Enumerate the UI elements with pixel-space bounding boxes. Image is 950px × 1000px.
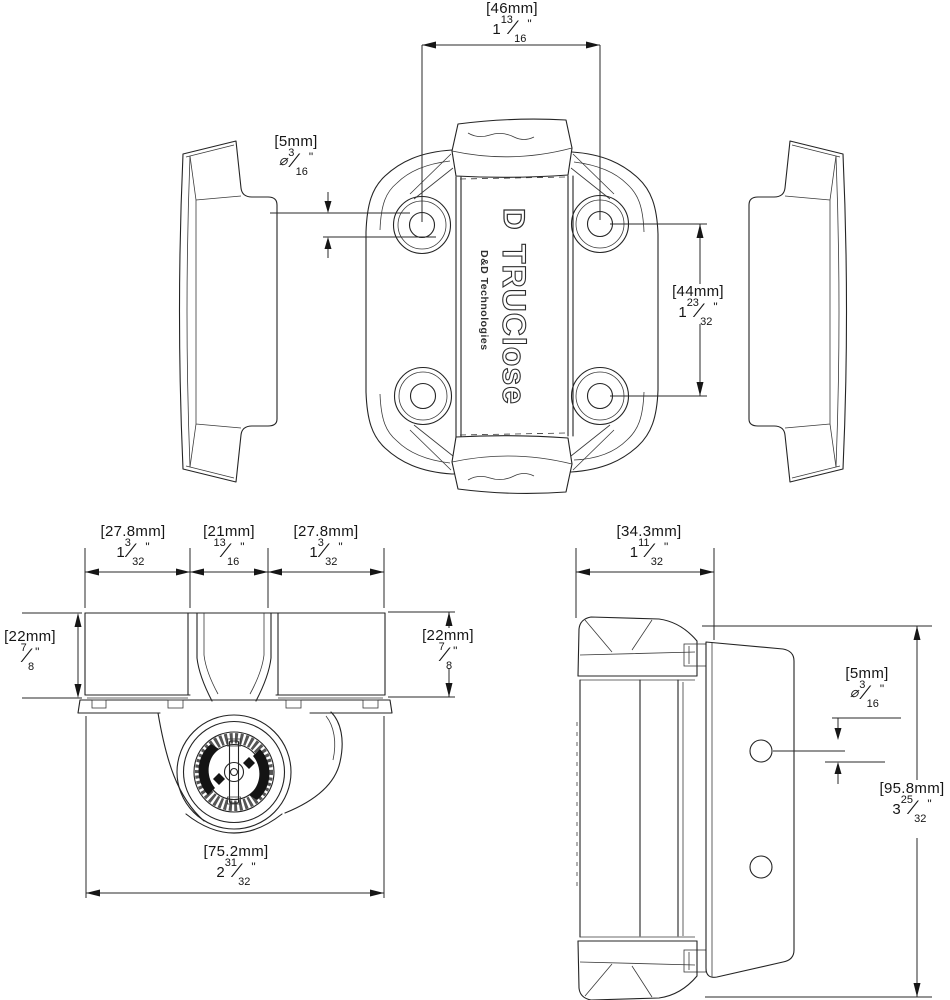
plan-center-knuckle bbox=[196, 612, 272, 702]
dim-imperial: 325⁄32" bbox=[892, 793, 932, 825]
right-wing-leg bbox=[748, 140, 848, 483]
screw-boss-bottom-left bbox=[393, 366, 453, 426]
adjuster-housing bbox=[157, 711, 343, 834]
dim-plan-total-width: [75.2mm] 231⁄32" bbox=[203, 843, 269, 888]
dim-side-height: [95.8mm] 325⁄32" bbox=[876, 780, 948, 825]
hinge-body: D TRUClose D&D Technologies bbox=[365, 118, 659, 495]
mounting-flange bbox=[77, 699, 393, 714]
dial-slot bbox=[227, 738, 241, 805]
dim-depth-left-lines bbox=[22, 612, 82, 699]
logo-brand-text: TRUClose bbox=[496, 244, 532, 405]
diameter-symbol: ⌀ bbox=[849, 683, 859, 700]
dim-metric: [34.3mm] bbox=[616, 523, 682, 540]
dim-hole-spacing: [44mm] 123⁄32" bbox=[669, 283, 727, 328]
dim-front-hole-dia: [5mm] ⌀3⁄16" bbox=[274, 133, 318, 178]
dim-metric: [22mm] bbox=[4, 628, 56, 645]
dim-metric: [46mm] bbox=[486, 0, 538, 17]
dim-side-height-lines bbox=[702, 625, 932, 998]
dim-plan-depth-left: [22mm] 7⁄8" bbox=[4, 628, 56, 673]
dim-metric: [95.8mm] bbox=[879, 780, 945, 797]
dim-top-width-lines bbox=[421, 41, 601, 222]
side-view bbox=[575, 548, 932, 1000]
plate-hole-bottom bbox=[749, 855, 773, 879]
dim-imperial: 13⁄32" bbox=[309, 536, 343, 568]
gate-leg-plate bbox=[705, 641, 795, 978]
dim-metric: [27.8mm] bbox=[293, 523, 359, 540]
dim-metric: [22mm] bbox=[422, 627, 474, 644]
dim-side-width-lines bbox=[575, 548, 715, 640]
knuckle-cap-bottom bbox=[451, 435, 573, 495]
plan-view bbox=[22, 548, 455, 898]
dim-plan-total-lines bbox=[85, 716, 385, 898]
dim-metric: [5mm] bbox=[845, 665, 889, 682]
dim-metric: [21mm] bbox=[203, 523, 255, 540]
dim-plan-right-leg: [27.8mm] 13⁄32" bbox=[293, 523, 359, 568]
plate-hole-top bbox=[749, 739, 773, 763]
dim-imperial: 231⁄32" bbox=[216, 856, 256, 888]
pivot-tab-bottom bbox=[683, 949, 707, 973]
dim-plan-left-leg: [27.8mm] 13⁄32" bbox=[100, 523, 166, 568]
dim-metric: [75.2mm] bbox=[203, 843, 269, 860]
screw-hole bbox=[586, 382, 614, 410]
tension-adjustment-dial bbox=[176, 714, 292, 830]
plan-legs bbox=[84, 612, 386, 699]
dim-front-hole-lines bbox=[270, 192, 436, 258]
dim-side-hole-dia: [5mm] ⌀3⁄16" bbox=[845, 665, 889, 710]
side-knuckle-cap-bottom bbox=[577, 936, 698, 1000]
dim-imperial: 13⁄16" bbox=[213, 536, 245, 568]
side-knuckle-cap-top bbox=[577, 616, 698, 681]
dim-imperial: ⌀3⁄16" bbox=[849, 678, 885, 710]
brand-logo: D TRUClose D&D Technologies bbox=[478, 207, 533, 405]
dim-side-hole-lines bbox=[773, 717, 901, 784]
left-wing-leg bbox=[178, 140, 278, 483]
dim-imperial: 7⁄8" bbox=[20, 641, 40, 673]
dim-plan-center: [21mm] 13⁄16" bbox=[203, 523, 255, 568]
dim-imperial: 111⁄32" bbox=[629, 536, 669, 568]
dial-hub bbox=[223, 761, 245, 783]
center-plate bbox=[455, 175, 574, 438]
dial-rotation-arrows bbox=[198, 744, 270, 800]
side-hinge-leg bbox=[576, 643, 707, 973]
dim-plan-widths-lines bbox=[84, 548, 385, 608]
diameter-symbol: ⌀ bbox=[278, 151, 288, 168]
dim-side-width: [34.3mm] 111⁄32" bbox=[616, 523, 682, 568]
front-view: D TRUClose D&D Technologies bbox=[178, 41, 848, 495]
dim-imperial: ⌀3⁄16" bbox=[278, 146, 314, 178]
dim-imperial: 123⁄32" bbox=[678, 296, 718, 328]
pivot-tab-top bbox=[683, 643, 707, 667]
dim-imperial: 113⁄16" bbox=[492, 13, 532, 45]
logo-company-text: D&D Technologies bbox=[478, 250, 490, 351]
dim-plan-depth-right: [22mm] 7⁄8" bbox=[419, 627, 477, 672]
dim-metric: [27.8mm] bbox=[100, 523, 166, 540]
screw-hole bbox=[409, 382, 437, 410]
dim-metric: [5mm] bbox=[274, 133, 318, 150]
dim-imperial: 7⁄8" bbox=[438, 640, 458, 672]
dim-imperial: 13⁄32" bbox=[116, 536, 150, 568]
dim-top-width: [46mm] 113⁄16" bbox=[486, 0, 538, 45]
knuckle-cap-top bbox=[451, 118, 573, 178]
dim-metric: [44mm] bbox=[672, 283, 724, 300]
logo-d-mark: D bbox=[497, 208, 530, 230]
